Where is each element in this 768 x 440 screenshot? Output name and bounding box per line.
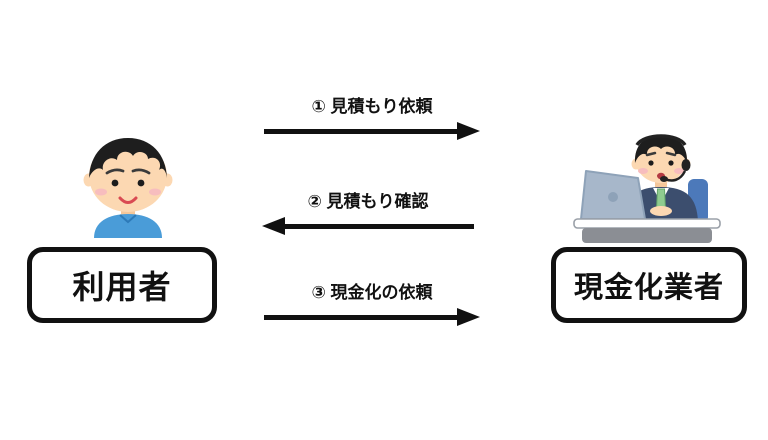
arrowhead-right-icon [457,122,480,140]
user-blush-left [95,188,107,196]
laptop-logo-icon [608,192,618,202]
arrowhead-left-icon [262,217,285,235]
actor-box-user: 利用者 [27,247,217,323]
desk-front [582,228,712,243]
operator-blush-right [674,168,684,174]
user-eyebrow-right [131,168,151,175]
headset-band-icon [635,134,687,147]
actor-label-operator: 現金化業者 [573,272,724,304]
user-eyebrow-left [105,168,125,175]
young-man-icon [83,138,173,238]
user-hair [89,138,167,178]
operator-eyebrow-right [665,151,677,157]
arrow-shaft [285,223,474,229]
arrow-right-icon-3 [264,308,480,326]
actor-label-user: 利用者 [72,269,172,305]
operator-blush-left [638,168,648,174]
operator-eye-left [648,160,654,166]
user-eye-left [111,179,119,187]
user-shirt [94,214,162,238]
arrow-shaft [264,314,457,320]
headset-mic-icon [660,176,668,182]
operator-hair [634,135,688,163]
actor-box-operator: 現金化業者 [551,247,747,323]
arrow-right-icon-1 [264,122,480,140]
headset-earcup-icon [681,159,691,171]
operator-at-desk-icon [573,134,721,243]
user-mouth [118,196,138,204]
arrow-label-2: ② 見積もり確認 [307,192,429,211]
arrow-label-3: ③ 現金化の依頼 [311,283,433,302]
operator-hands [650,206,672,216]
user-shirt-collar [119,214,137,224]
arrow-label-1: ① 見積もり依頼 [311,97,433,116]
user-eye-right [137,179,145,187]
operator-eye-right [668,160,674,166]
arrowhead-right-icon [457,308,480,326]
user-blush-right [149,188,161,196]
arrow-shaft [264,128,457,134]
operator-illustration [572,121,722,243]
user-illustration [78,132,178,238]
arrow-left-icon-2 [262,217,474,235]
desk-top [573,218,721,229]
operator-eyebrow-left [645,151,657,157]
